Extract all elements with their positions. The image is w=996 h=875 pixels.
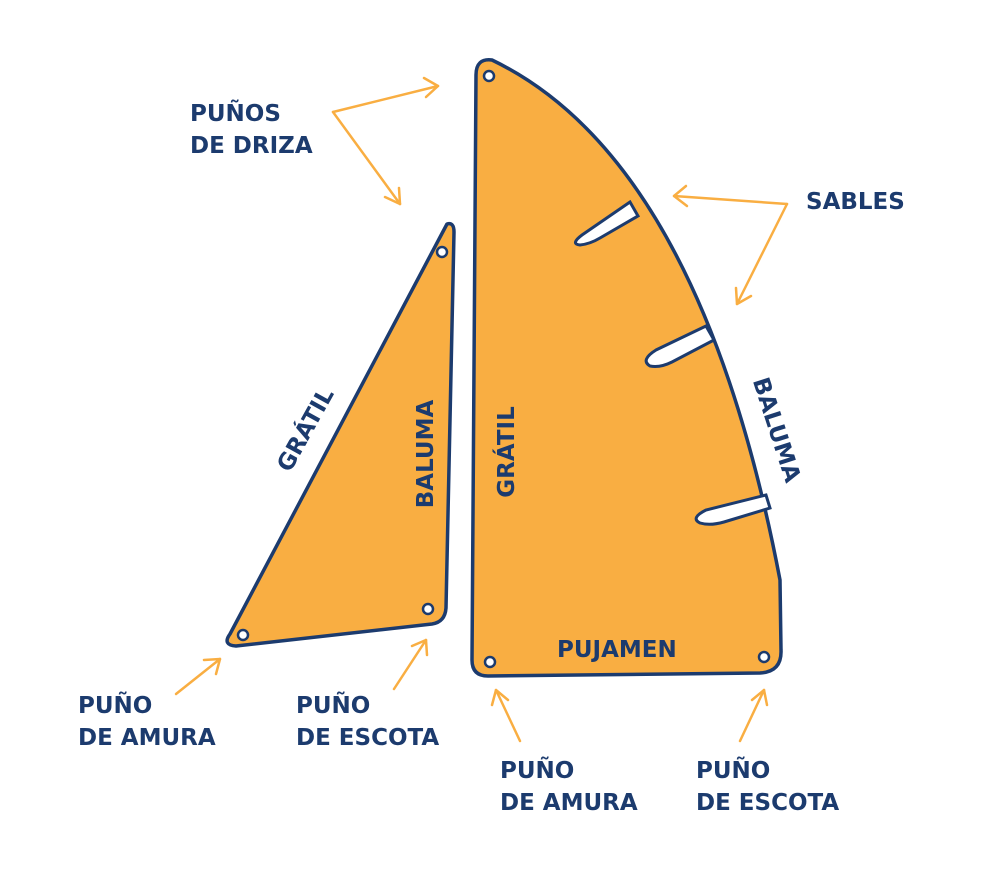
arrow-sables-top-head [672, 184, 689, 208]
label-main-escota-line2: DE ESCOTA [696, 790, 840, 816]
arrow-sables-bottom-head [734, 286, 753, 306]
arrow-jib-amura [174, 657, 222, 696]
arrow-sables-top [672, 194, 789, 206]
label-main-amura: PUÑO DE AMURA [500, 755, 638, 819]
label-jib-escota-line2: DE ESCOTA [296, 725, 440, 751]
label-sables-text: SABLES [806, 189, 905, 215]
label-sables: SABLES [806, 186, 905, 218]
batten-middle [644, 324, 717, 368]
label-pujamen: PUJAMEN [557, 634, 677, 666]
label-main-gratil-text: GRÁTIL [494, 406, 520, 498]
label-pujamen-text: PUJAMEN [557, 637, 677, 663]
batten-bottom [694, 493, 772, 526]
label-jib-escota: PUÑO DE ESCOTA [296, 690, 439, 754]
grommet-main-clew [757, 650, 771, 664]
mainsail [470, 58, 783, 678]
label-punos-driza: PUÑOS DE DRIZA [190, 98, 313, 162]
batten-top [574, 199, 641, 247]
grommet-main-tack [483, 655, 497, 669]
arrow-sables-bottom [735, 202, 789, 306]
label-main-gratil: GRÁTIL [491, 402, 523, 502]
arrow-driza-main-head [422, 76, 440, 99]
arrow-driza-jib-head [383, 186, 402, 206]
arrow-jib-escota-head [410, 638, 429, 657]
label-jib-baluma-text: BALUMA [413, 399, 439, 509]
arrow-jib-amura-head [202, 657, 222, 676]
label-jib-baluma: BALUMA [410, 394, 442, 514]
label-main-amura-line1: PUÑO [500, 758, 575, 784]
label-punos-driza-line2: DE DRIZA [190, 133, 313, 159]
label-main-amura-line2: DE AMURA [500, 790, 638, 816]
label-jib-amura-line2: DE AMURA [78, 725, 216, 751]
arrow-main-amura [494, 688, 522, 743]
label-jib-amura-line1: PUÑO [78, 693, 153, 719]
label-punos-driza-line1: PUÑOS [190, 101, 281, 127]
jib-sail [225, 221, 456, 648]
grommet-jib-clew [421, 602, 435, 616]
label-main-escota: PUÑO DE ESCOTA [696, 755, 839, 819]
arrow-driza-jib [331, 110, 402, 206]
label-jib-escota-line1: PUÑO [296, 693, 371, 719]
grommet-main-head [482, 69, 496, 83]
arrow-main-escota-head [750, 688, 769, 707]
label-jib-amura: PUÑO DE AMURA [78, 690, 216, 754]
arrow-jib-escota [392, 638, 428, 691]
arrow-driza-main [331, 84, 440, 114]
label-main-escota-line1: PUÑO [696, 758, 771, 784]
grommet-jib-tack [236, 628, 250, 642]
grommet-jib-head [435, 245, 449, 259]
arrow-main-escota [738, 688, 766, 743]
arrow-main-amura-head [490, 688, 510, 707]
